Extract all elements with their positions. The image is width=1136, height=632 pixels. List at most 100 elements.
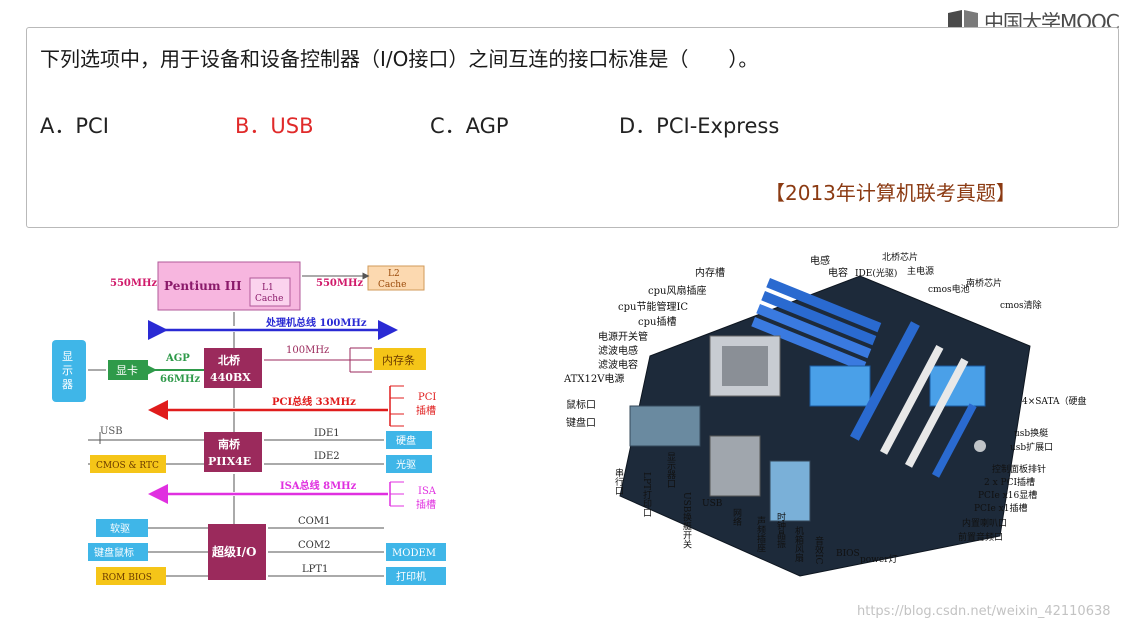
mb-label-front-audio: 前置音频口 [958, 531, 1003, 543]
gpu-box [108, 360, 148, 380]
super-io-box [208, 524, 266, 580]
south-bridge-model: PIIX4E [208, 455, 251, 468]
cpu-freq-right: 550MHz [316, 278, 363, 289]
option-d[interactable]: D．PCI-Express [619, 114, 780, 138]
mb-label-lpt: LPT打印口 [641, 472, 652, 517]
mb-label-power-led: power灯 [860, 554, 898, 565]
modem-label: MODEM [392, 548, 436, 559]
rear-usb-lan [709, 435, 761, 497]
pci-slot-a [879, 345, 944, 455]
pcie-x16-slot [849, 321, 920, 441]
mb-label-usb-switch: USB换艇开关 [681, 492, 692, 549]
cpu-label: Pentium III [164, 279, 242, 293]
mb-label-power-switch: 电源开关管 [598, 330, 648, 343]
floppy-box [96, 519, 148, 537]
l1-cache-label: Cache [255, 294, 283, 304]
agp-freq-label: 66MHz [160, 374, 200, 385]
display-box [52, 340, 86, 402]
mb-label-display-port: 显示器口 [665, 452, 676, 488]
optical-box [386, 455, 432, 473]
option-b[interactable]: B．USB [235, 114, 314, 138]
watermark: https://blog.csdn.net/weixin_42110638 [857, 604, 1111, 619]
mb-label-filter-inductor: 滤波电感 [598, 344, 638, 357]
isa-slot-label-2: 插槽 [416, 498, 436, 511]
optical-label: 光驱 [396, 458, 416, 471]
rom-box [96, 567, 166, 585]
mb-label-ram: 内存槽 [695, 266, 725, 279]
mem-freq-label: 100MHz [286, 345, 329, 356]
mb-label-cmos-clear: cmos清除 [1000, 299, 1042, 311]
pci-slot-b [905, 358, 969, 468]
memory-label: 内存条 [382, 353, 415, 367]
mb-label-pci-slots: 2 x PCI插槽 [984, 476, 1035, 488]
ide2-label: IDE2 [314, 451, 340, 462]
gpu-label: 显卡 [116, 364, 138, 377]
bus-architecture-diagram: Pentium III L1 Cache 550MHz 550MHz L2 Ca… [52, 261, 446, 585]
agp-label: AGP [165, 353, 190, 364]
modem-box [386, 543, 446, 561]
ram-slot-2 [761, 291, 877, 346]
ide1-label: IDE1 [314, 428, 340, 439]
question-card [26, 27, 1119, 228]
mb-label-atx12v: ATX12V电源 [563, 372, 624, 385]
cmos-battery [974, 440, 986, 452]
pcie-x1-slot [932, 403, 977, 478]
mb-label-main-power: 主电源 [907, 265, 934, 277]
mooc-book-icon [948, 9, 978, 32]
mb-label-cmos-battery: cmos电池 [928, 283, 970, 295]
mb-label-cpu-power-ic: cpu节能管理IC [618, 300, 688, 313]
cmos-label: CMOS & RTC [96, 461, 159, 471]
printer-box [386, 567, 446, 585]
mb-label-keyboard-port: 键盘口 [566, 416, 596, 429]
northbridge-heatsink [809, 365, 871, 407]
display-label: 显 示 器 [62, 350, 77, 391]
mb-label-southbridge: 南桥芯片 [966, 277, 1002, 289]
mb-label-filter-capacitor: 滤波电容 [598, 358, 638, 371]
ram-slot-3 [756, 304, 872, 359]
mb-label-capacitor: 电容 [828, 266, 848, 279]
l1-label: L1 [262, 283, 274, 293]
display-char-2: 示 [62, 364, 73, 377]
mb-label-usb: USB [702, 499, 723, 509]
mb-label-usb-jumper: usb换艇 [1014, 427, 1048, 439]
floppy-label: 软驱 [110, 522, 130, 535]
south-bridge-label: 南桥 [218, 437, 241, 451]
l2-cache-box [367, 265, 425, 291]
kbd-label: 键盘鼠标 [94, 546, 134, 559]
l2-cache-label: Cache [378, 280, 406, 290]
option-c[interactable]: C．AGP [430, 114, 509, 138]
mb-label-usb-expand: usb扩展口 [1010, 441, 1053, 453]
lpt1-label: LPT1 [302, 564, 328, 575]
mb-label-network: 网络 [731, 508, 742, 527]
motherboard-illustration: 内存槽 电感 电容 IDE(光驱) 北桥芯片 主电源 cmos电池 南桥芯片 c… [563, 251, 1086, 577]
mb-label-cpu-fan: cpu风扇插座 [648, 284, 706, 297]
mb-label-speaker: 内置喇叭口 [962, 517, 1007, 529]
option-a[interactable]: A．PCI [40, 114, 109, 138]
question-text: 下列选项中，用于设备和设备控制器（I/O接口）之间互连的接口标准是（ ）。 [40, 47, 759, 71]
mb-label-audio-ic: 音效IC [813, 535, 824, 565]
proc-bus-label: 处理机总线 100MHz [265, 316, 367, 329]
memory-box [374, 348, 426, 370]
ram-slot-1 [766, 278, 882, 333]
north-bridge-box [204, 348, 262, 388]
hdd-box [386, 431, 432, 449]
com2-label: COM2 [298, 540, 330, 551]
mb-label-bios: BIOS [836, 549, 860, 559]
isa-bus-label: ISA总线 8MHz [280, 479, 357, 492]
cmos-box [90, 455, 166, 473]
kbd-box [88, 543, 148, 561]
rear-io-panel [629, 405, 701, 447]
mb-label-sata: 4×SATA（硬盘 [1022, 395, 1086, 407]
pci-bus-label: PCI总线 33MHz [272, 395, 356, 408]
mb-label-northbridge: 北桥芯片 [882, 251, 918, 263]
com1-label: COM1 [298, 516, 330, 527]
mb-label-chassis-fan: 机箱风扇 [793, 525, 804, 563]
mb-label-serial: 串行口 [613, 468, 624, 495]
north-bridge-label: 北桥 [218, 353, 241, 367]
mb-label-mouse-port: 鼠标口 [566, 398, 596, 411]
mb-label-clock-crystal: 时钟晶振 [775, 511, 786, 549]
l1-cache-box [249, 277, 291, 307]
mb-label-pcie-x16: PCIe x16显槽 [978, 489, 1037, 501]
mb-label-ide: IDE(光驱) [855, 267, 897, 279]
